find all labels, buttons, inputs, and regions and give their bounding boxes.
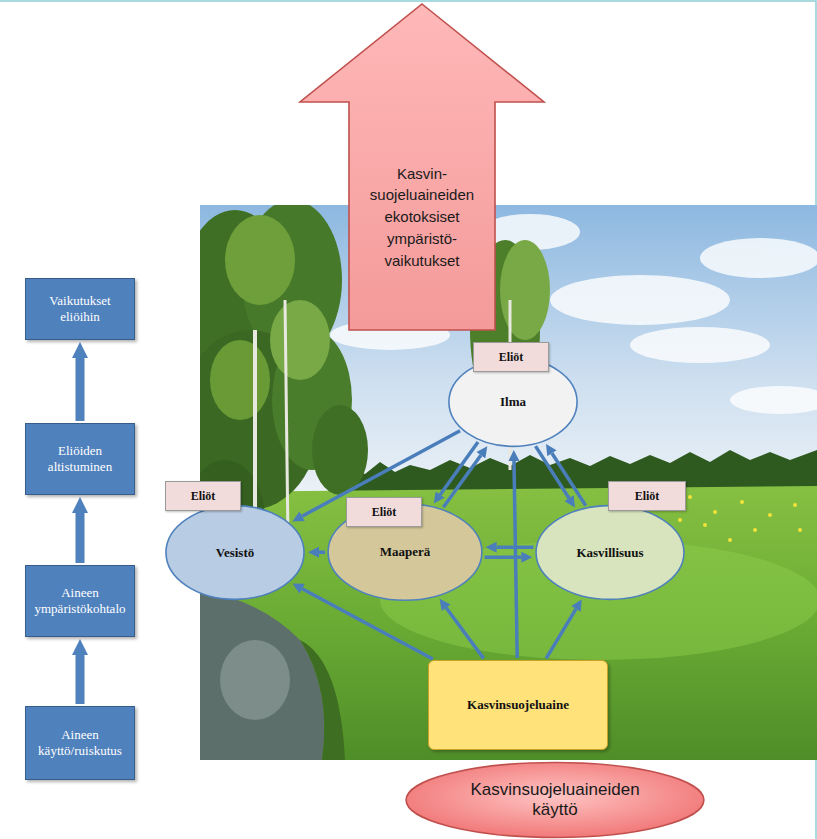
ellipse-shape (536, 506, 684, 600)
source-box: Kasvinsuojeluaine (428, 660, 608, 750)
organism-tag: Eliöt (608, 481, 686, 511)
flow-arrow (76, 358, 85, 421)
flow-arrow (440, 442, 478, 495)
flow-arrow (76, 513, 85, 563)
compartment-ellipse: Kasvillisuus (535, 505, 685, 600)
flow-arrow (546, 609, 576, 658)
ellipse-shape (328, 504, 482, 601)
flow-arrow (485, 555, 522, 559)
stream-bank (300, 640, 345, 760)
arrow-shape (300, 4, 544, 330)
impact-arrow: Kasvin- suojeluaineiden ekotoksiset ympä… (298, 2, 546, 332)
node-label: Kasvinsuojeluaineiden käyttö (447, 780, 664, 821)
ellipse-shape (166, 506, 304, 600)
process-box: Eliöiden altistuminen (25, 423, 135, 495)
node-label: Kasvin- suojeluaineiden ekotoksiset ympä… (355, 163, 490, 272)
node-label: Eliöt (635, 489, 660, 504)
node-label: Aineen käyttö/ruiskutus (32, 727, 128, 760)
flow-arrow (514, 461, 517, 658)
node-label: Kasvillisuus (576, 545, 643, 561)
process-box: Vaikutukset eliöihin (25, 278, 135, 340)
compartment-ellipse: Vesistö (165, 505, 305, 600)
node-label: Ilma (500, 394, 526, 410)
stream-reflection (220, 640, 290, 720)
node-label: Eliöt (499, 350, 524, 365)
organism-tag: Eliöt (346, 497, 422, 527)
process-box: Aineen ympäristökohtalo (25, 565, 135, 637)
node-label: Vesistö (216, 545, 255, 561)
node-label: Eliöiden altistuminen (32, 443, 128, 476)
node-label: Maaperä (380, 544, 431, 560)
ellipse-shape (449, 358, 577, 447)
flow-arrow (76, 655, 85, 704)
flow-arrow (552, 453, 586, 505)
ellipse-shape (406, 763, 704, 838)
flow-arrow (319, 550, 325, 554)
node-label: Vaikutukset eliöihin (32, 293, 128, 326)
node-label: Eliöt (191, 489, 216, 504)
node-label: Eliöt (372, 505, 397, 520)
process-box: Aineen käyttö/ruiskutus (25, 706, 135, 780)
stream (200, 590, 324, 760)
organism-tag: Eliöt (165, 481, 241, 511)
usage-ellipse: Kasvinsuojeluaineiden käyttö (404, 762, 706, 838)
node-label: Kasvinsuojeluaine (467, 697, 569, 713)
flow-arrow (446, 608, 483, 659)
flow-arrow (497, 545, 534, 549)
organism-tag: Eliöt (473, 342, 549, 372)
photo-scene (200, 205, 817, 760)
node-label: Aineen ympäristökohtalo (32, 585, 128, 618)
